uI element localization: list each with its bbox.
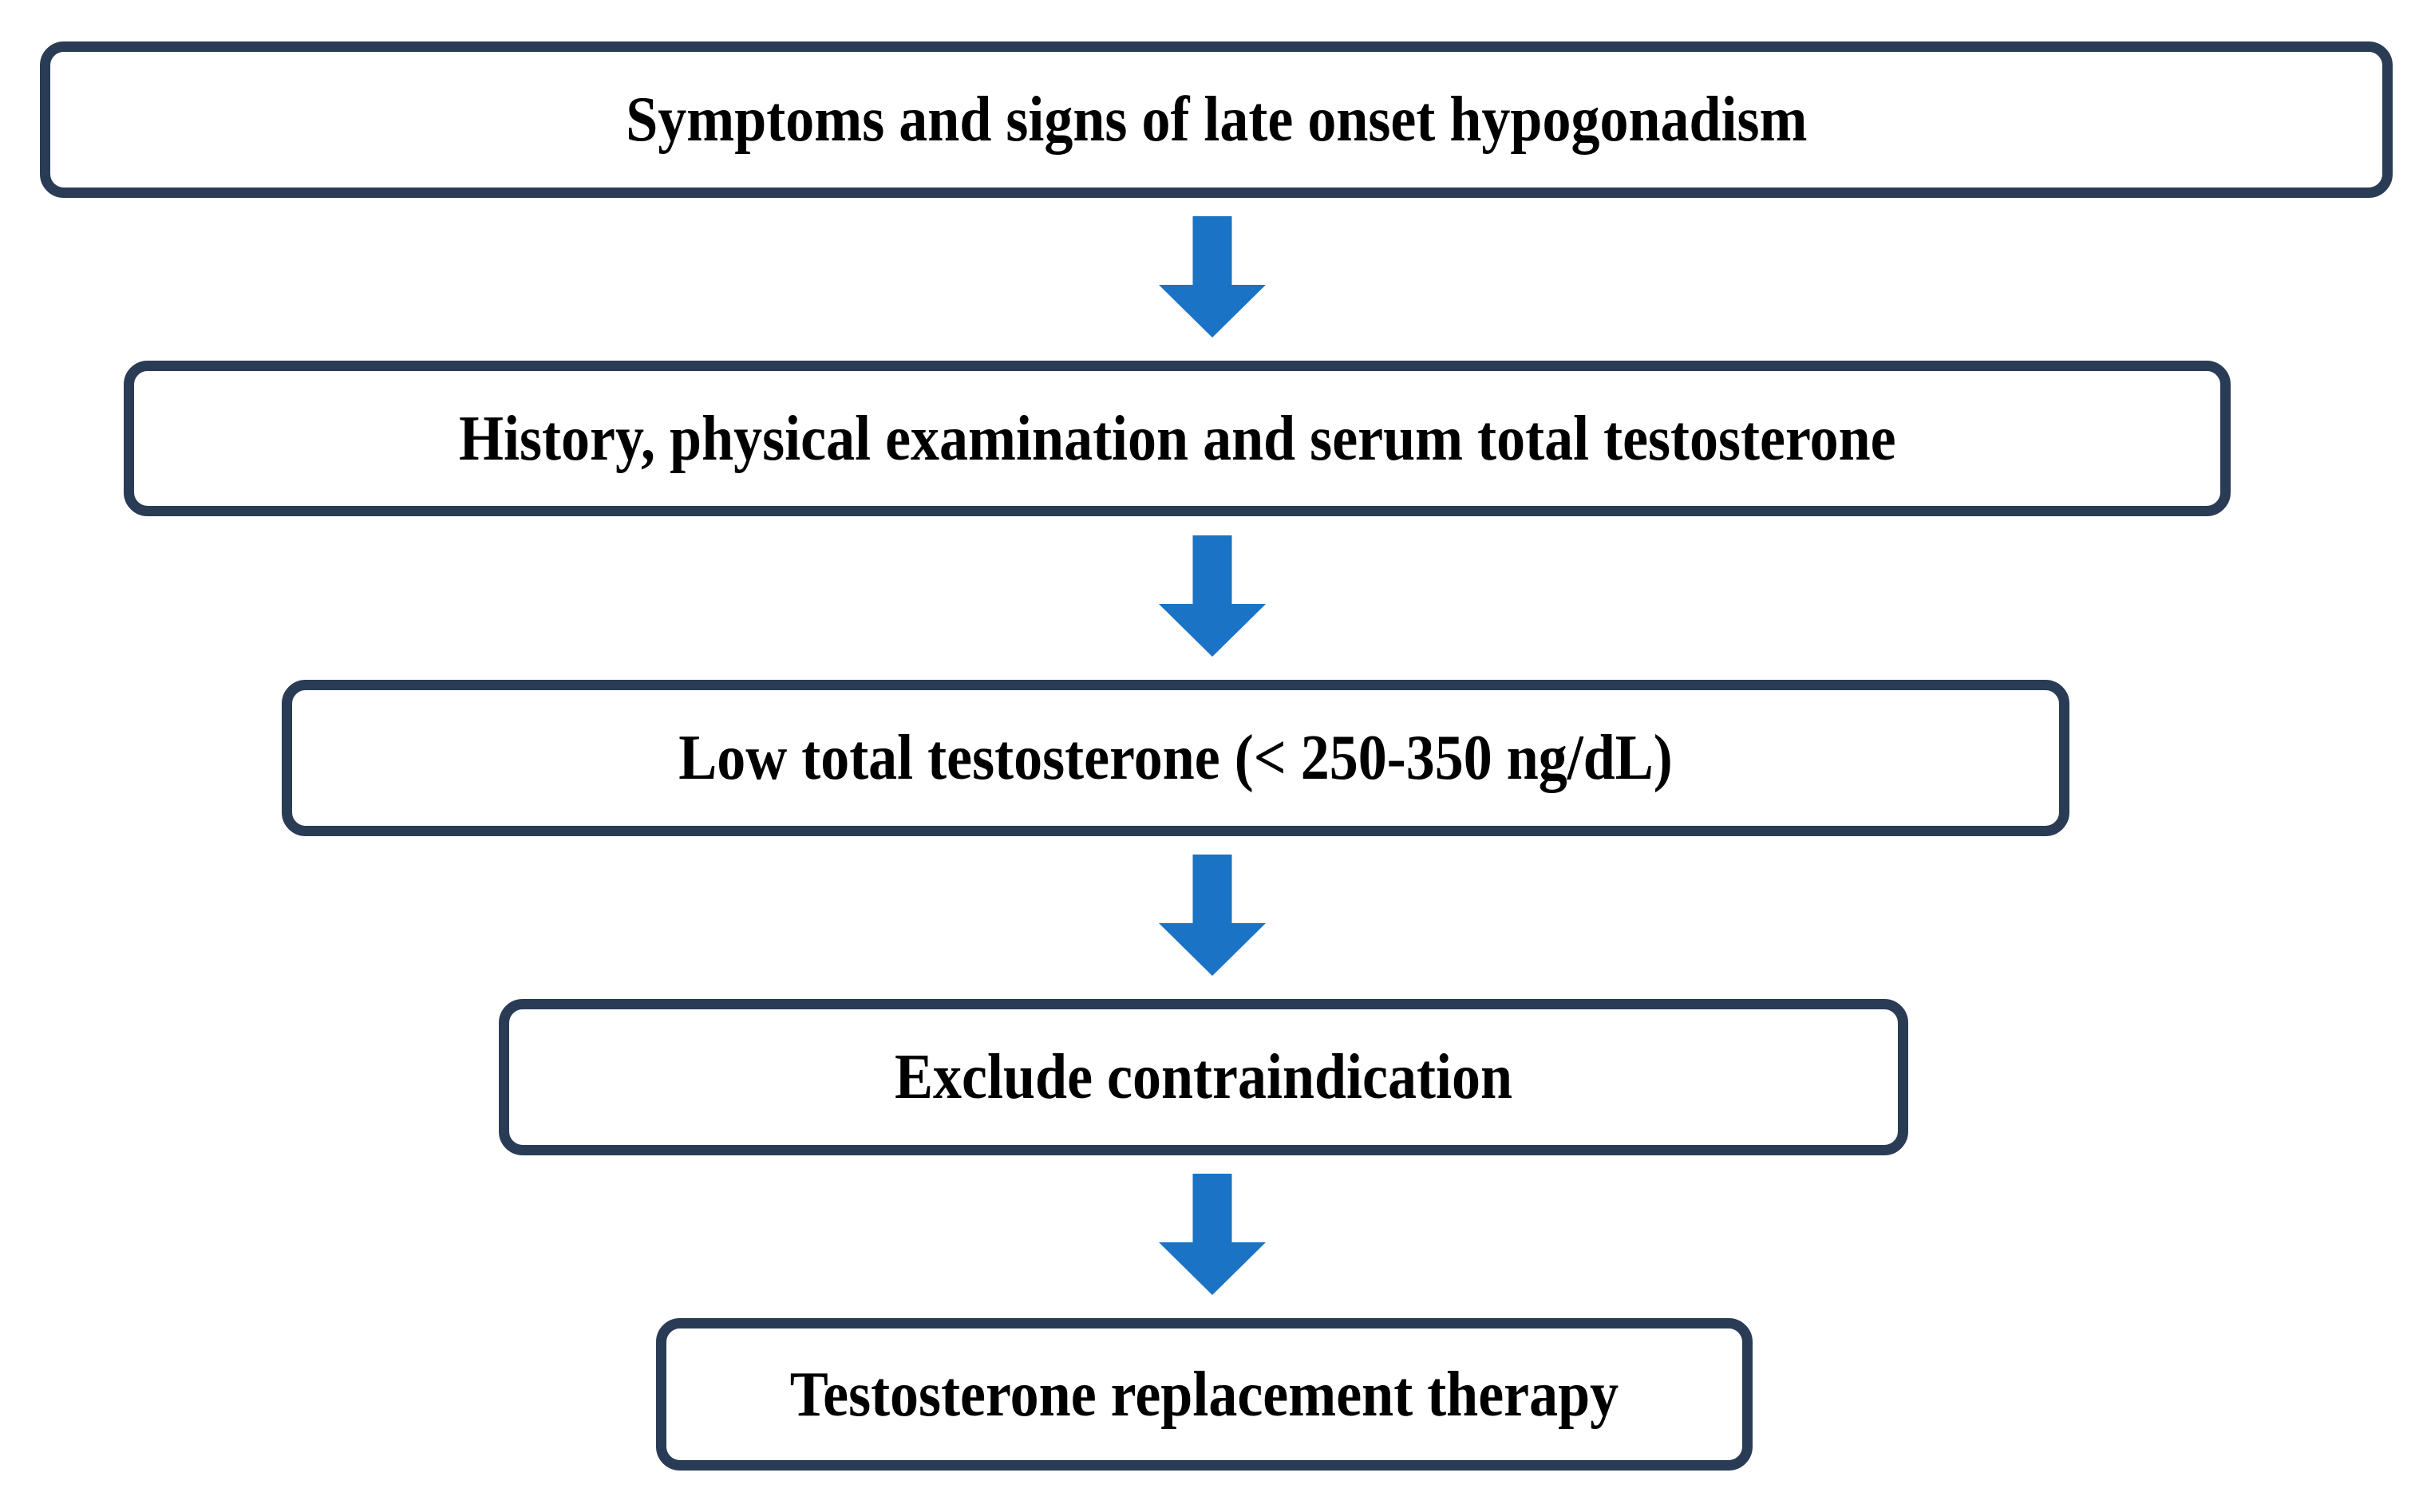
flow-step-history-exam: History, physical examination and serum … (124, 361, 2231, 516)
down-arrow-icon (1159, 855, 1266, 976)
flow-step-symptoms-label: Symptoms and signs of late onset hypogon… (625, 85, 1808, 155)
flow-step-symptoms: Symptoms and signs of late onset hypogon… (40, 41, 2393, 198)
down-arrow-icon (1159, 1174, 1266, 1295)
flow-step-treatment: Testosterone replacement therapy (656, 1318, 1753, 1471)
down-arrow-icon (1159, 216, 1266, 338)
flow-step-low-testosterone-label: Low total testosterone (< 250-350 ng/dL) (678, 723, 1673, 793)
down-arrow-icon (1159, 535, 1266, 657)
flow-step-low-testosterone: Low total testosterone (< 250-350 ng/dL) (282, 680, 2069, 836)
flow-step-exclude-contraindication-label: Exclude contraindication (894, 1042, 1513, 1112)
flow-step-history-exam-label: History, physical examination and serum … (458, 403, 1896, 474)
flow-step-exclude-contraindication: Exclude contraindication (499, 999, 1908, 1155)
flow-step-treatment-label: Testosterone replacement therapy (789, 1359, 1619, 1430)
